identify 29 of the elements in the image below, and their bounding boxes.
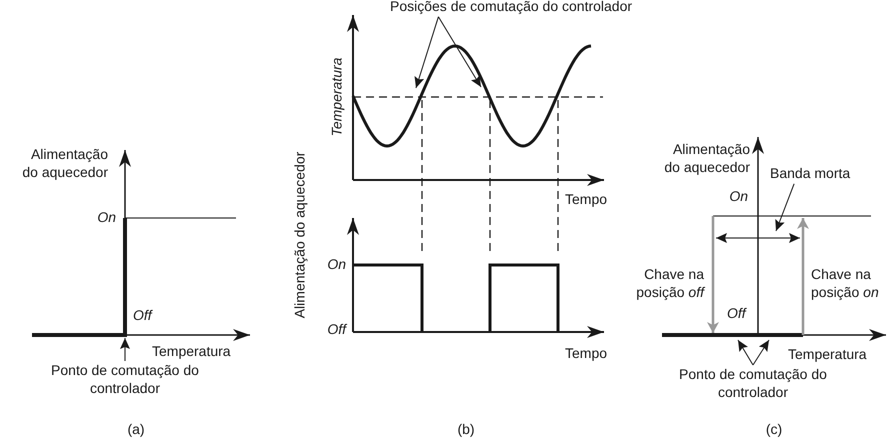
- panel-label: (b): [457, 421, 475, 439]
- level-label: On: [97, 209, 116, 227]
- callout-text: Posições de comutação do controlador: [390, 0, 632, 16]
- panel-label: (c): [766, 421, 782, 439]
- panel-label: (a): [127, 421, 145, 439]
- leader-arrow: [438, 16, 482, 88]
- axis-label: Tempo: [565, 345, 608, 363]
- callout-text: Ponto de comutação do controlador: [45, 362, 205, 397]
- leader-arrow: [775, 183, 795, 232]
- leader-arrow: [414, 16, 439, 88]
- leader-arrow: [752, 340, 770, 366]
- axis-label: Temperatura: [152, 343, 231, 361]
- level-label: On: [729, 188, 748, 206]
- axis-label: Alimentação do aquecedor: [21, 146, 108, 181]
- level-label: Off: [133, 307, 152, 325]
- level-label: Off: [327, 321, 346, 339]
- callout-text: Banda morta: [770, 165, 850, 183]
- axis-label: Alimentação do aquecedor: [291, 152, 308, 318]
- axis-label: Alimentação do aquecedor: [663, 141, 750, 176]
- axis-label: Temperatura: [788, 346, 867, 364]
- callout-text: Ponto de comutação do controlador: [673, 366, 833, 401]
- leader-arrow: [120, 338, 130, 362]
- annotation-text: Chave na posição on: [811, 266, 880, 301]
- axis-label: Tempo: [565, 191, 608, 209]
- axis-label: Temperatura: [328, 58, 346, 136]
- level-label: On: [327, 256, 346, 274]
- annotation-text: Chave na posição off: [635, 266, 704, 301]
- leader-arrow: [738, 340, 754, 366]
- level-label: Off: [727, 305, 746, 323]
